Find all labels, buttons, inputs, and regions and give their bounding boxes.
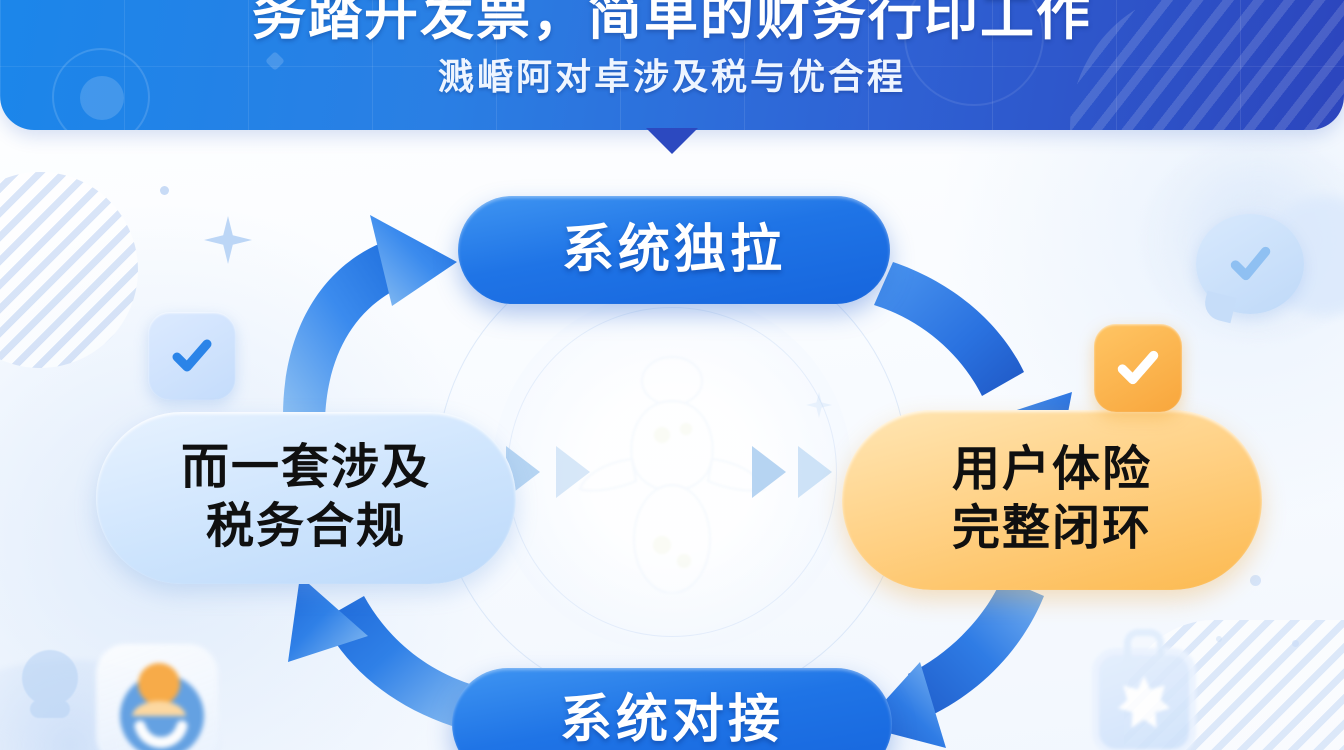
page-subtitle: 溅崏阿对卓涉及税与优合程 <box>437 56 906 97</box>
banner-grid-pattern <box>0 0 1344 130</box>
cycle-node-top[interactable]: 系统独拉 <box>458 196 890 304</box>
check-badge-orange <box>1094 324 1182 412</box>
center-flow-arrow <box>798 446 832 498</box>
chat-check-badge <box>1196 214 1304 314</box>
chat-check-icon <box>1230 246 1271 281</box>
flower-glyph <box>1118 676 1170 728</box>
cycle-node-right[interactable]: 用户体险 完整闭环 <box>842 410 1262 590</box>
arrow-bottom-to-left <box>288 576 470 726</box>
banner-pointer-tail <box>646 128 698 154</box>
tag-flower-icon <box>1092 648 1196 750</box>
cycle-node-left-label: 而一套涉及 税务合规 <box>180 441 431 553</box>
check-icon <box>172 339 212 372</box>
header-title-block: 务踏开发票，简单的财务行印工作 溅崏阿对卓涉及税与优合程 <box>0 0 1344 102</box>
cycle-node-top-label: 系统独拉 <box>561 220 786 279</box>
arrow-left-to-top <box>283 215 457 420</box>
center-flow-arrow <box>556 446 590 498</box>
cycle-node-bottom[interactable]: 系统对接 <box>452 668 892 750</box>
banner-dot-decoration <box>80 76 124 120</box>
cycle-node-right-label: 用户体险 完整闭环 <box>951 443 1152 555</box>
bubble-decoration <box>22 650 78 718</box>
user-avatar-icon <box>96 644 218 750</box>
cycle-node-bottom-label: 系统对接 <box>559 690 784 749</box>
cycle-node-left[interactable]: 而一套涉及 税务合规 <box>96 412 516 584</box>
banner-circle-decoration <box>52 48 150 130</box>
center-flow-arrow <box>752 446 786 498</box>
check-badge-blue <box>148 312 236 400</box>
check-icon <box>1117 350 1159 385</box>
page-title: 务踏开发票，简单的财务行印工作 <box>252 0 1092 46</box>
header-banner <box>0 0 1344 130</box>
